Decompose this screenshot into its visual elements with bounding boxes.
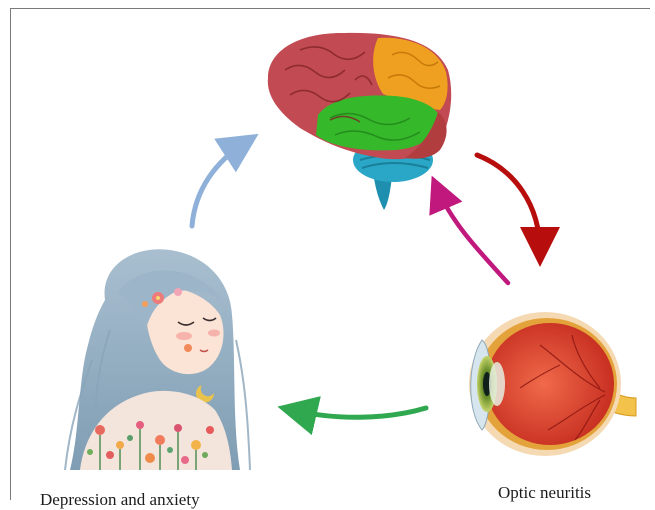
arrow-optic-to-depression xyxy=(292,408,426,417)
arrow-optic-to-brain xyxy=(437,188,508,283)
arrow-brain-to-optic xyxy=(477,155,540,252)
arrow-depression-to-brain xyxy=(192,142,246,226)
brain-illustration xyxy=(268,33,451,210)
label-optic-neuritis: Optic neuritis xyxy=(498,483,591,503)
label-depression-and-anxiety: Depression and anxiety xyxy=(40,490,200,510)
girl-with-flowers-illustration xyxy=(65,249,250,470)
eyeball-cross-section xyxy=(469,312,636,456)
